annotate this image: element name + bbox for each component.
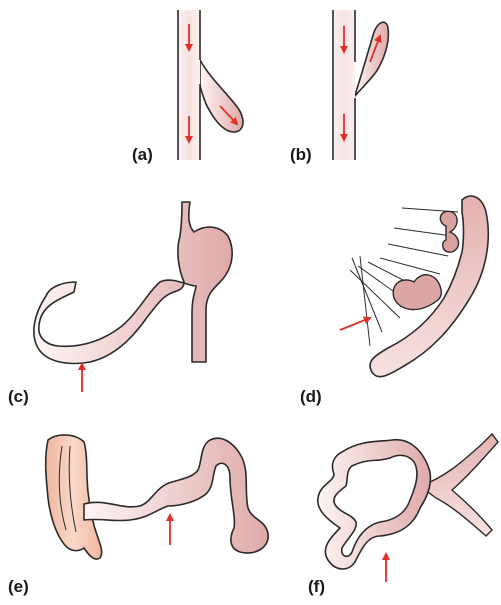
panel-f-branch [420, 434, 498, 536]
panel-label-b: (b) [290, 145, 312, 164]
panel-d-pouch [440, 211, 458, 252]
panel-d-pouch [393, 275, 441, 310]
panel-a-vessel [178, 10, 243, 160]
panel-f: (f) [308, 434, 498, 596]
panel-e-colon [46, 435, 102, 559]
panel-e: (e) [8, 435, 268, 596]
panel-label-c: (c) [8, 387, 29, 406]
panel-f-loop [318, 440, 431, 569]
panel-a: (a) [132, 10, 243, 164]
panel-label-d: (d) [300, 387, 322, 406]
panel-c: (c) [8, 202, 232, 406]
panel-e-bowel [84, 438, 268, 553]
panel-label-e: (e) [8, 577, 29, 596]
panel-label-a: (a) [132, 145, 153, 164]
panel-b: (b) [290, 10, 388, 164]
panel-c-bowel [34, 202, 232, 363]
indicator-arrow [340, 318, 370, 330]
panel-b-vessel [333, 10, 388, 160]
panel-label-f: (f) [308, 577, 325, 596]
panel-d: (d) [300, 196, 488, 406]
